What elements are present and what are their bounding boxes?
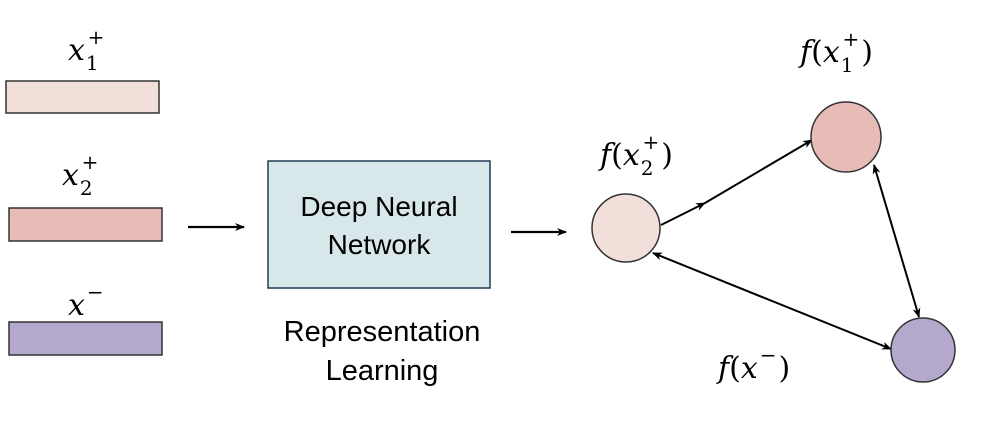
- embedding-label-x1-plus: f(x1+): [798, 27, 873, 77]
- edge-x2-to-mid: [660, 202, 706, 226]
- network-box: [267, 160, 491, 289]
- embedding-node-x-minus: [890, 317, 956, 383]
- input-bar-x2-plus: [8, 207, 163, 242]
- network-label-line2: Network: [328, 229, 432, 260]
- edge-x2-x-minus: [652, 252, 892, 350]
- input-label-x1-plus: x1+: [68, 25, 104, 75]
- edge-mid-to-x1: [704, 139, 813, 204]
- input-label-x-minus: x−: [68, 280, 104, 323]
- embedding-label-x2-plus: f(x2+): [598, 130, 673, 180]
- input-label-x2-plus: x2+: [62, 150, 98, 200]
- input-bar-x-minus: [8, 321, 163, 356]
- caption-line1: Representation: [284, 316, 481, 348]
- embedding-label-x-minus: f(x−): [716, 343, 790, 386]
- input-bar-x1-plus: [5, 80, 160, 114]
- edge-x1-x-minus: [872, 164, 921, 318]
- embedding-node-x1-plus: [810, 101, 882, 173]
- network-label-line1: Deep Neural: [300, 191, 457, 222]
- embedding-node-x2-plus: [591, 193, 661, 263]
- caption-line2: Learning: [326, 355, 439, 387]
